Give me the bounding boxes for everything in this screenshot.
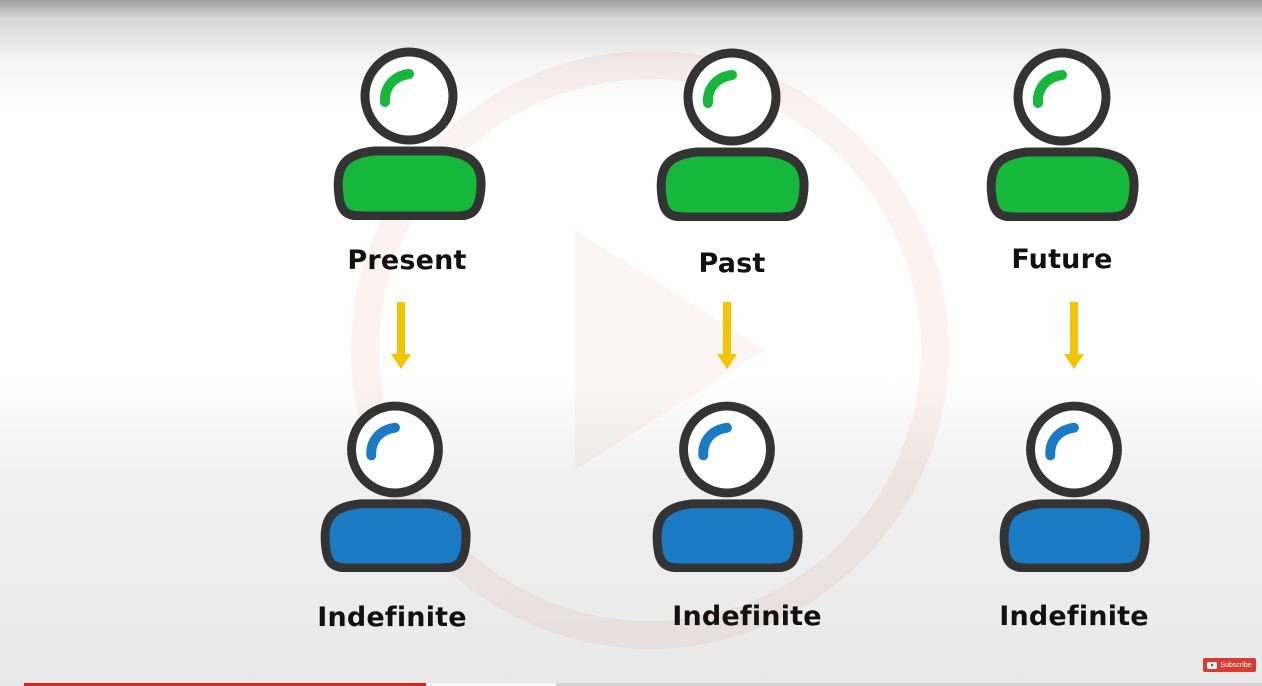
arrow-down-icon	[1064, 302, 1084, 369]
subscribe-label: Subscribe	[1220, 661, 1252, 669]
subscribe-button[interactable]: Subscribe	[1203, 658, 1256, 672]
person-icon-present-indefinite	[320, 401, 471, 572]
arrow-down-icon	[391, 302, 411, 369]
person-icon-past-indefinite	[652, 401, 803, 572]
progress-bar[interactable]	[24, 683, 1262, 686]
progress-buffered	[426, 683, 557, 686]
aspect-label-future: Indefinite	[999, 601, 1149, 632]
tense-label-present: Present	[347, 245, 467, 276]
person-icon-future-indefinite	[999, 401, 1150, 572]
progress-played	[24, 683, 427, 686]
tense-label-future: Future	[1011, 244, 1113, 275]
aspect-label-present: Indefinite	[317, 602, 467, 633]
arrow-down-icon	[717, 302, 737, 369]
play-circle-icon	[351, 51, 949, 649]
tense-label-past: Past	[698, 248, 766, 279]
person-icon-present	[333, 47, 486, 220]
youtube-icon	[1207, 661, 1218, 669]
person-icon-future	[986, 48, 1139, 221]
person-icon-past	[656, 48, 809, 221]
aspect-label-past: Indefinite	[672, 601, 822, 632]
